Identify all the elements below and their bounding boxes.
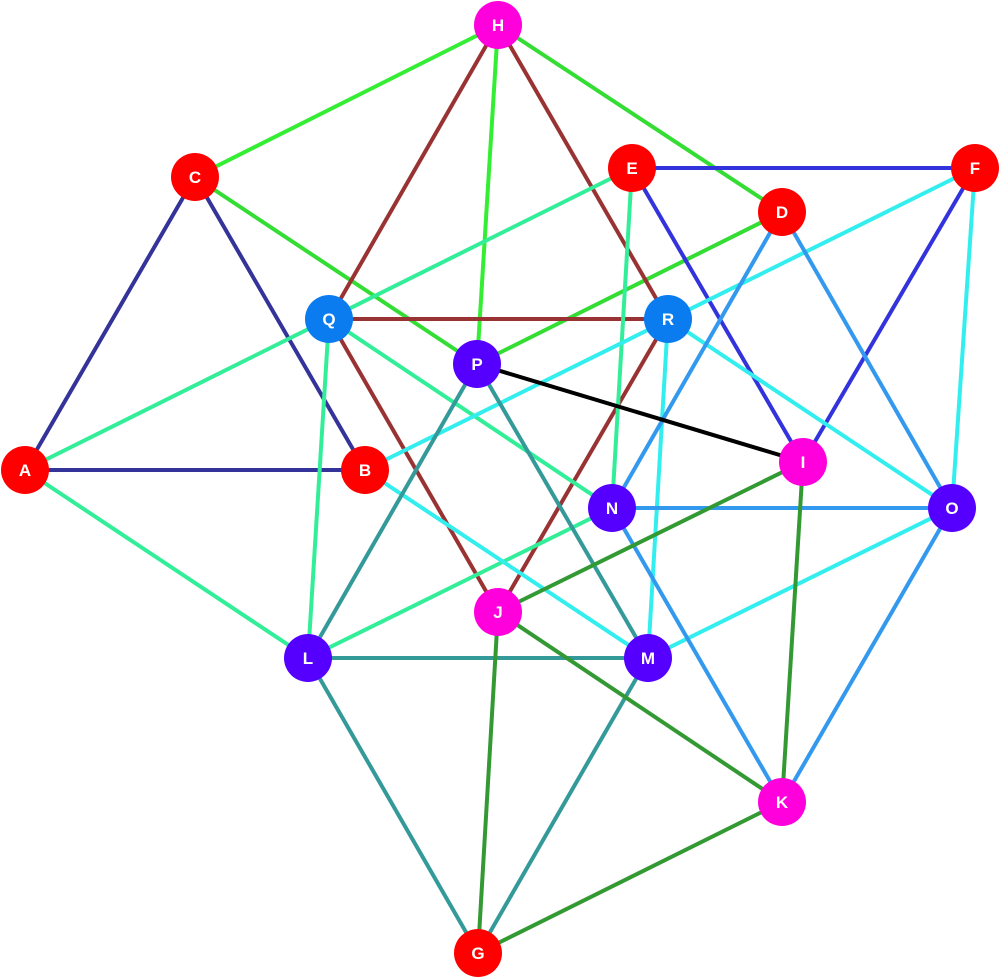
node-label: H <box>492 16 504 35</box>
edge-l-g <box>306 657 480 954</box>
node-label: Q <box>322 310 335 329</box>
node-i[interactable]: I <box>779 438 827 486</box>
edge-m-g <box>476 657 650 954</box>
node-b[interactable]: B <box>341 446 389 494</box>
node-label: P <box>471 355 482 374</box>
node-label: A <box>19 461 31 480</box>
edge-p-i <box>476 362 804 464</box>
edge-n-k <box>610 506 784 804</box>
node-circle <box>608 144 656 192</box>
node-circle <box>624 634 672 682</box>
edge-o-k <box>780 506 954 804</box>
node-label: F <box>970 159 980 178</box>
node-g[interactable]: G <box>454 929 502 977</box>
node-f[interactable]: F <box>951 144 999 192</box>
node-h[interactable]: H <box>474 1 522 49</box>
edge-q-l <box>306 318 331 659</box>
node-label: D <box>776 203 788 222</box>
edge-r-m <box>646 318 670 659</box>
node-l[interactable]: L <box>284 634 332 682</box>
node-label: G <box>471 944 484 963</box>
edge-o-m <box>647 506 953 660</box>
node-circle <box>779 438 827 486</box>
node-c[interactable]: C <box>171 153 219 201</box>
node-label: M <box>641 649 655 668</box>
node-label: B <box>359 461 371 480</box>
node-circle <box>305 295 353 343</box>
node-circle <box>453 340 501 388</box>
node-n[interactable]: N <box>588 484 636 532</box>
edge-a-c <box>23 175 197 472</box>
edge-i-j <box>497 460 804 614</box>
node-circle <box>758 778 806 826</box>
node-label: J <box>493 603 502 622</box>
edge-p-l <box>306 363 479 659</box>
node-label: C <box>189 168 201 187</box>
node-d[interactable]: D <box>758 188 806 236</box>
edge-b-m <box>363 468 650 660</box>
edge-f-o <box>950 167 977 509</box>
node-circle <box>951 144 999 192</box>
node-circle <box>758 188 806 236</box>
node-o[interactable]: O <box>928 484 976 532</box>
edge-c-p <box>193 175 479 366</box>
edge-e-n <box>610 167 634 509</box>
edges-layer <box>23 23 977 955</box>
edge-h-p <box>475 24 500 365</box>
edge-a-l <box>23 468 310 660</box>
edge-p-m <box>475 362 650 660</box>
edge-j-g <box>476 611 500 954</box>
node-circle <box>1 446 49 494</box>
node-a[interactable]: A <box>1 446 49 494</box>
node-r[interactable]: R <box>644 295 692 343</box>
node-label: K <box>776 793 789 812</box>
edge-d-p <box>476 210 783 366</box>
node-p[interactable]: P <box>453 340 501 388</box>
edge-c-h <box>194 23 499 179</box>
edge-e-i <box>630 166 805 464</box>
node-m[interactable]: M <box>624 634 672 682</box>
node-k[interactable]: K <box>758 778 806 826</box>
node-e[interactable]: E <box>608 144 656 192</box>
node-circle <box>284 634 332 682</box>
node-circle <box>341 446 389 494</box>
node-circle <box>474 588 522 636</box>
node-label: I <box>801 453 806 472</box>
node-label: N <box>606 499 618 518</box>
edge-h-r <box>496 23 670 321</box>
edge-f-i <box>801 166 977 464</box>
node-label: L <box>303 649 313 668</box>
edge-r-o <box>666 317 954 510</box>
edge-d-n <box>610 211 784 509</box>
edge-h-q <box>327 24 500 320</box>
node-circle <box>644 295 692 343</box>
edge-i-k <box>780 461 805 803</box>
node-circle <box>171 153 219 201</box>
node-label: E <box>626 159 637 178</box>
node-circle <box>588 484 636 532</box>
node-circle <box>454 929 502 977</box>
edge-d-o <box>780 211 954 509</box>
edge-q-n <box>327 317 614 510</box>
edge-n-l <box>307 506 613 660</box>
edge-c-b <box>193 175 367 472</box>
edge-q-j <box>327 318 500 613</box>
node-j[interactable]: J <box>474 588 522 636</box>
edge-k-g <box>477 800 783 955</box>
node-circle <box>474 1 522 49</box>
edge-h-d <box>496 23 784 214</box>
node-label: O <box>945 499 958 518</box>
edge-r-j <box>496 317 670 614</box>
node-circle <box>928 484 976 532</box>
node-q[interactable]: Q <box>305 295 353 343</box>
edge-j-k <box>496 610 784 804</box>
node-label: R <box>662 310 674 329</box>
